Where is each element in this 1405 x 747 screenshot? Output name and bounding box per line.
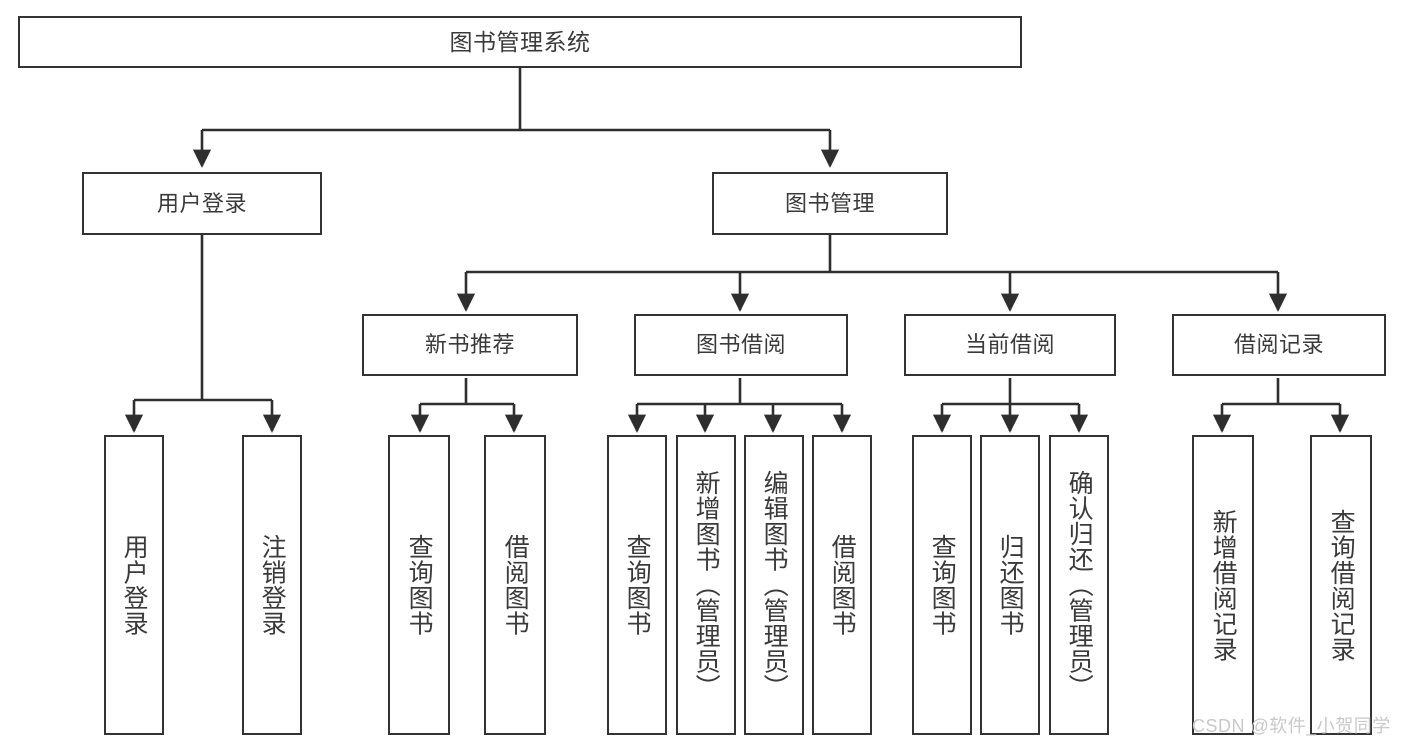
node-leaf-edit-book[interactable]: 编辑图书（管理员） bbox=[744, 435, 804, 735]
node-new-book-rec[interactable]: 新书推荐 bbox=[362, 314, 578, 376]
node-leaf-query-book-1-label: 查询图书 bbox=[405, 534, 434, 636]
node-new-book-rec-label: 新书推荐 bbox=[424, 332, 515, 358]
node-book-borrow[interactable]: 图书借阅 bbox=[634, 314, 848, 376]
node-current-borrow[interactable]: 当前借阅 bbox=[904, 314, 1116, 376]
node-leaf-return-book[interactable]: 归还图书 bbox=[980, 435, 1040, 735]
node-leaf-return-book-label: 归还图书 bbox=[996, 534, 1025, 636]
node-current-borrow-label: 当前借阅 bbox=[964, 332, 1055, 358]
node-leaf-query-book-1[interactable]: 查询图书 bbox=[388, 435, 450, 735]
node-leaf-add-record[interactable]: 新增借阅记录 bbox=[1192, 435, 1254, 735]
node-leaf-borrow-book-2[interactable]: 借阅图书 bbox=[812, 435, 872, 735]
node-user-login-label: 用户登录 bbox=[156, 190, 247, 216]
node-leaf-add-book[interactable]: 新增图书（管理员） bbox=[676, 435, 736, 735]
node-leaf-add-record-label: 新增借阅记录 bbox=[1209, 508, 1238, 662]
node-leaf-user-login-label: 用户登录 bbox=[120, 534, 149, 636]
node-leaf-query-book-2-label: 查询图书 bbox=[623, 534, 652, 636]
node-leaf-query-book-2[interactable]: 查询图书 bbox=[607, 435, 667, 735]
node-leaf-query-record-label: 查询借阅记录 bbox=[1327, 508, 1356, 662]
node-root-label: 图书管理系统 bbox=[449, 28, 591, 55]
node-leaf-borrow-book-1-label: 借阅图书 bbox=[501, 534, 530, 636]
node-borrow-record[interactable]: 借阅记录 bbox=[1172, 314, 1386, 376]
node-leaf-edit-book-label: 编辑图书（管理员） bbox=[760, 470, 789, 700]
csdn-watermark: CSDN @软件_小贺同学 bbox=[1192, 716, 1391, 736]
node-book-manage[interactable]: 图书管理 bbox=[712, 172, 948, 235]
node-leaf-logout-login-label: 注销登录 bbox=[258, 534, 287, 636]
node-book-borrow-label: 图书借阅 bbox=[695, 332, 786, 358]
node-book-manage-label: 图书管理 bbox=[784, 190, 875, 216]
node-leaf-borrow-book-2-label: 借阅图书 bbox=[828, 534, 857, 636]
node-root[interactable]: 图书管理系统 bbox=[18, 16, 1022, 68]
node-leaf-query-book-3-label: 查询图书 bbox=[928, 534, 957, 636]
node-leaf-confirm-return[interactable]: 确认归还（管理员） bbox=[1049, 435, 1109, 735]
node-leaf-confirm-return-label: 确认归还（管理员） bbox=[1065, 470, 1094, 700]
node-leaf-borrow-book-1[interactable]: 借阅图书 bbox=[484, 435, 546, 735]
node-borrow-record-label: 借阅记录 bbox=[1233, 332, 1324, 358]
node-leaf-user-login[interactable]: 用户登录 bbox=[104, 435, 164, 735]
node-leaf-logout-login[interactable]: 注销登录 bbox=[242, 435, 302, 735]
node-user-login[interactable]: 用户登录 bbox=[82, 172, 322, 235]
node-leaf-query-record[interactable]: 查询借阅记录 bbox=[1310, 435, 1372, 735]
node-leaf-query-book-3[interactable]: 查询图书 bbox=[912, 435, 972, 735]
node-leaf-add-book-label: 新增图书（管理员） bbox=[692, 470, 721, 700]
